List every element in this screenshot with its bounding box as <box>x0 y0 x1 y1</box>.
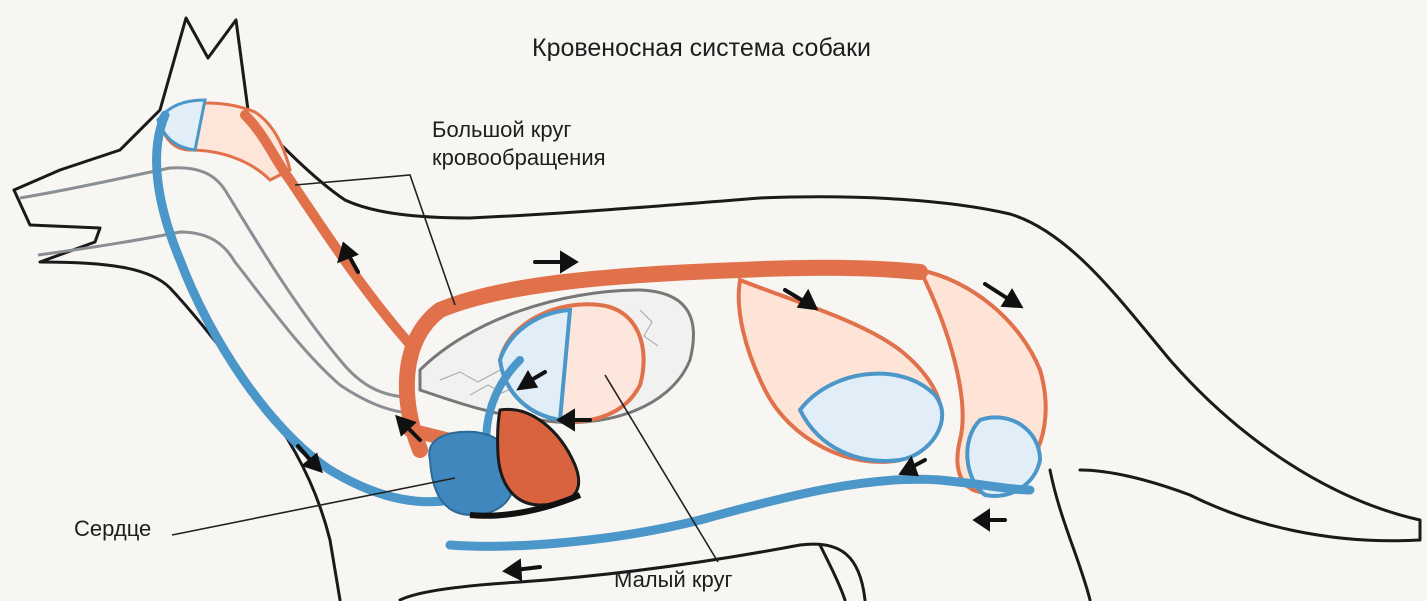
arrow-icon <box>506 562 540 578</box>
big-circle-label-line2: кровообращения <box>432 144 606 172</box>
dog-back-contour <box>14 18 1420 541</box>
diagram-title: Кровеносная система собаки <box>532 34 871 62</box>
dog-front-leg-contour <box>820 545 845 600</box>
big-circle-label: Большой круг кровообращения <box>432 116 606 172</box>
big-circle-label-line1: Большой круг <box>432 116 606 144</box>
arrow-icon <box>902 460 925 474</box>
arrow-icon <box>976 512 1005 528</box>
heart <box>429 409 580 515</box>
trachea-lines <box>20 168 410 413</box>
organ-capillary-net-1 <box>739 280 942 462</box>
dog-hind-leg-contour <box>1050 470 1090 600</box>
heart-label: Сердце <box>74 515 151 543</box>
arrow-icon <box>535 254 575 270</box>
organ-capillary-net-2 <box>920 270 1046 496</box>
leader-big-circle <box>295 175 455 305</box>
small-circle-label: Малый круг <box>614 566 733 594</box>
